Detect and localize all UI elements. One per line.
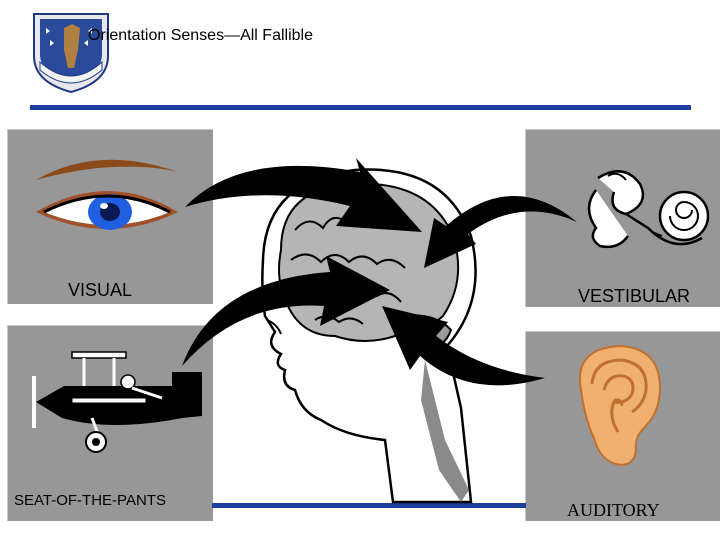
biplane-icon — [32, 351, 202, 453]
auditory-panel: AUDITORY — [525, 331, 720, 521]
vestibular-label: VESTIBULAR — [578, 286, 691, 306]
inner-ear-icon — [587, 170, 710, 249]
eye-icon — [36, 159, 178, 230]
bottom-divider — [212, 503, 526, 508]
visual-label: VISUAL — [68, 280, 133, 300]
auditory-label: AUDITORY — [567, 500, 660, 520]
seat-of-the-pants-panel: SEAT-OF-THE-PANTS — [7, 325, 213, 521]
seat-of-the-pants-label: SEAT-OF-THE-PANTS — [14, 492, 166, 509]
vestibular-panel: VESTIBULAR — [525, 129, 720, 307]
air-national-guard-seal-icon — [33, 13, 109, 94]
ear-icon — [578, 344, 662, 466]
title-divider — [30, 105, 691, 110]
slide-title: Orientation Senses—All Fallible — [88, 27, 313, 44]
visual-panel: VISUAL — [7, 129, 213, 304]
